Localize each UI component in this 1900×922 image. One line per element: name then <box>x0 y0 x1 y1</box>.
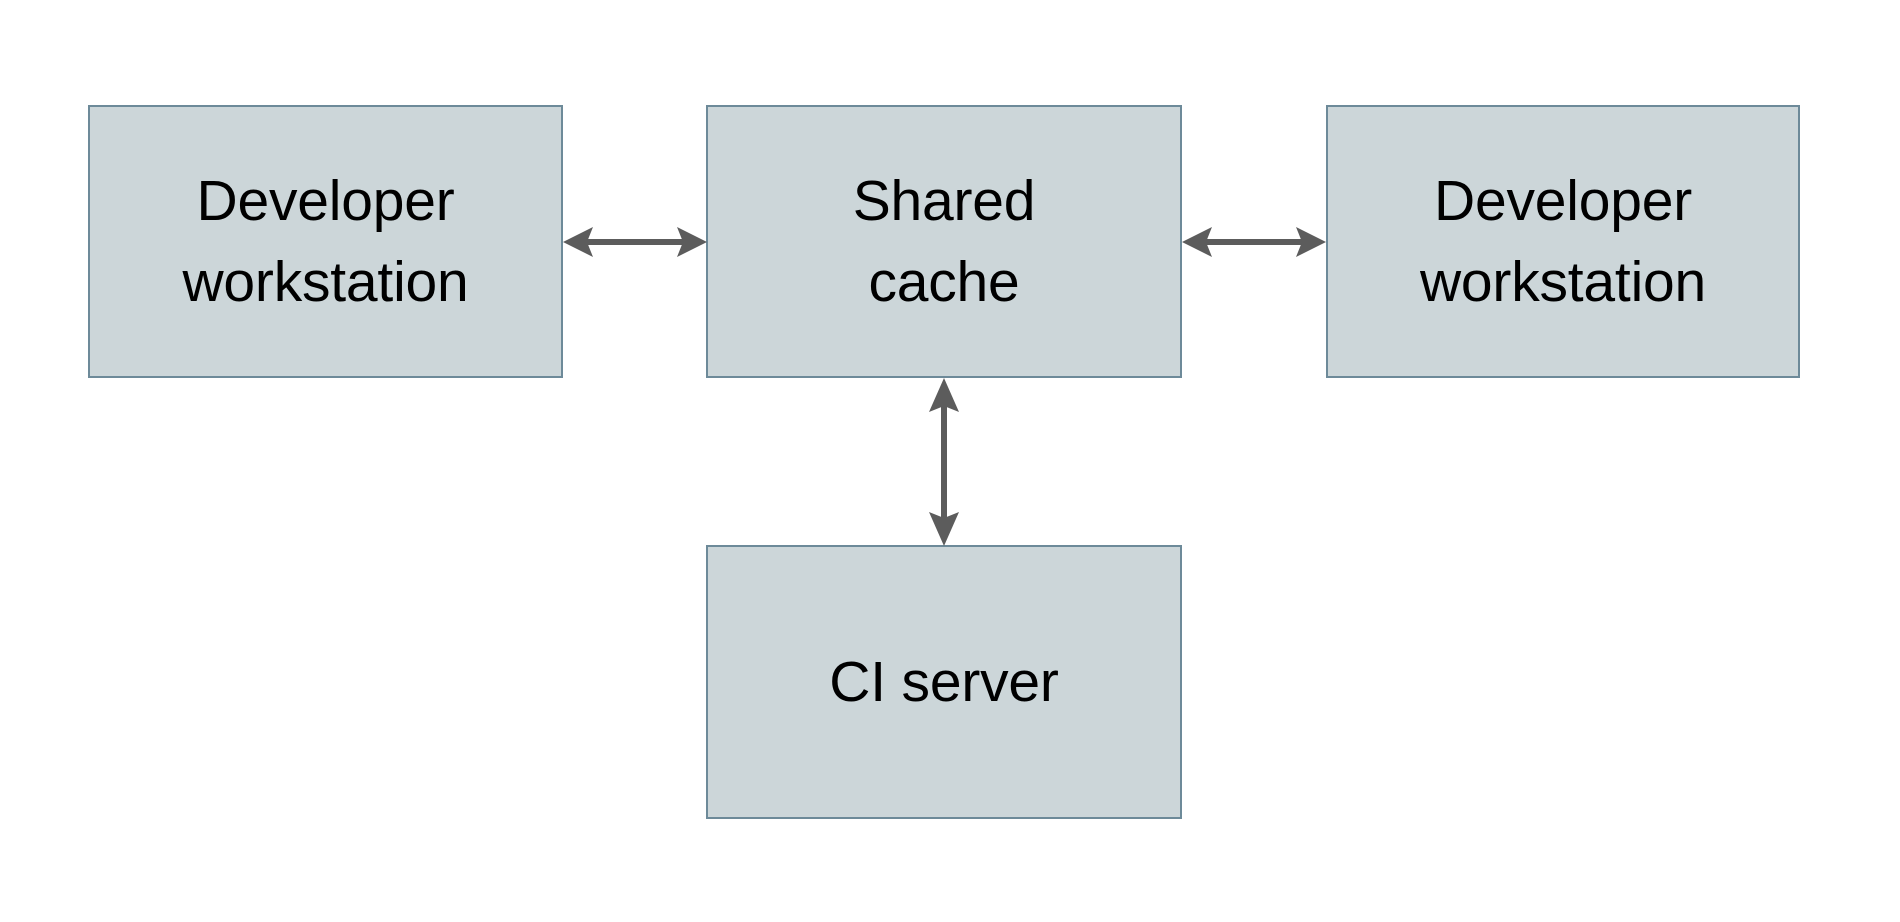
connector-cache-to-right-workstation[interactable] <box>1182 220 1326 264</box>
connector-left-workstation-to-cache[interactable] <box>563 220 707 264</box>
node-label-dev-workstation-left: Developer workstation <box>182 168 469 314</box>
arrow-double-vertical <box>929 378 959 546</box>
node-shared-cache[interactable]: Shared cache <box>706 105 1182 378</box>
node-ci-server[interactable]: CI server <box>706 545 1182 819</box>
node-dev-workstation-left[interactable]: Developer workstation <box>88 105 563 378</box>
node-label-ci-server: CI server <box>829 649 1059 714</box>
node-label-dev-workstation-right: Developer workstation <box>1419 168 1707 314</box>
arrow-double-horizontal-left <box>563 227 707 257</box>
node-label-shared-cache: Shared cache <box>852 168 1036 314</box>
arrow-double-horizontal-right <box>1182 227 1326 257</box>
node-dev-workstation-right[interactable]: Developer workstation <box>1326 105 1800 378</box>
connector-cache-to-ci-server[interactable] <box>922 378 966 546</box>
